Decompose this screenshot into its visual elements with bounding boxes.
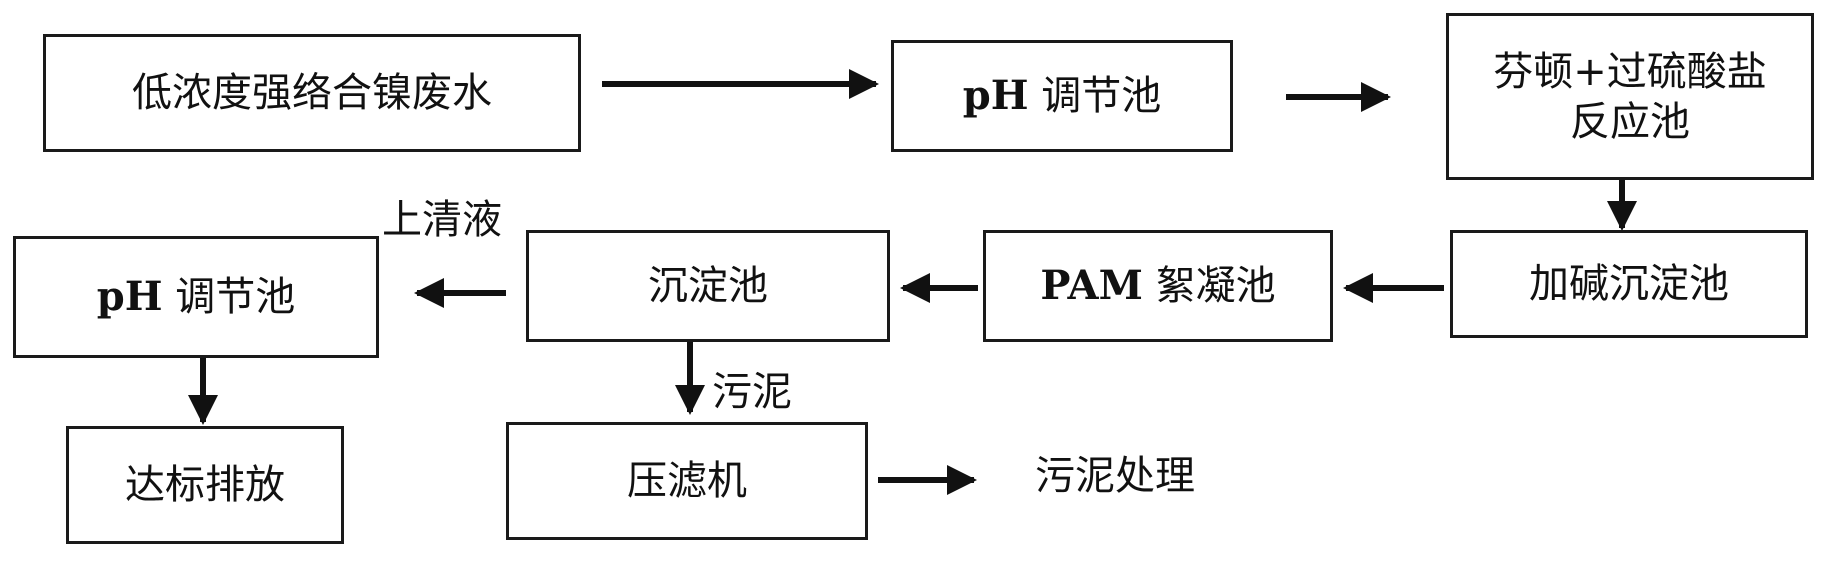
label-supernatant: 上清液	[382, 197, 502, 243]
node-pam-floc: PAM 絮凝池	[983, 230, 1333, 342]
node-pam-floc-label: PAM 絮凝池	[1040, 262, 1276, 309]
node-discharge: 达标排放	[66, 426, 344, 544]
label-sludge: 污泥	[712, 369, 792, 415]
node-alkali-settle: 加碱沉淀池	[1450, 230, 1808, 338]
node-fenton-line2: 反应池	[1570, 98, 1690, 145]
node-source: 低浓度强络合镍废水	[43, 34, 581, 152]
node-ph-adjust-2: pH 调节池	[13, 236, 379, 358]
node-source-label: 低浓度强络合镍废水	[132, 70, 492, 116]
node-fenton: 芬顿+过硫酸盐 反应池	[1446, 13, 1814, 180]
node-settling: 沉淀池	[526, 230, 890, 342]
node-discharge-label: 达标排放	[125, 462, 285, 508]
node-settling-label: 沉淀池	[648, 263, 768, 309]
node-pam-floc-prefix: PAM	[1040, 262, 1143, 309]
node-filter-press-label: 压滤机	[627, 458, 747, 504]
node-ph-adjust-2-label: pH 调节池	[96, 273, 296, 320]
node-filter-press: 压滤机	[506, 422, 868, 540]
node-fenton-line1: 芬顿+过硫酸盐	[1493, 48, 1767, 95]
label-sludge-treatment: 污泥处理	[1035, 453, 1195, 499]
node-ph-adjust-1: pH 调节池	[891, 40, 1233, 152]
node-ph-adjust-1-label: pH 调节池	[962, 72, 1162, 119]
node-alkali-settle-label: 加碱沉淀池	[1529, 261, 1729, 307]
node-ph-adjust-1-prefix: pH	[962, 72, 1029, 119]
node-ph-adjust-2-prefix: pH	[96, 273, 163, 320]
